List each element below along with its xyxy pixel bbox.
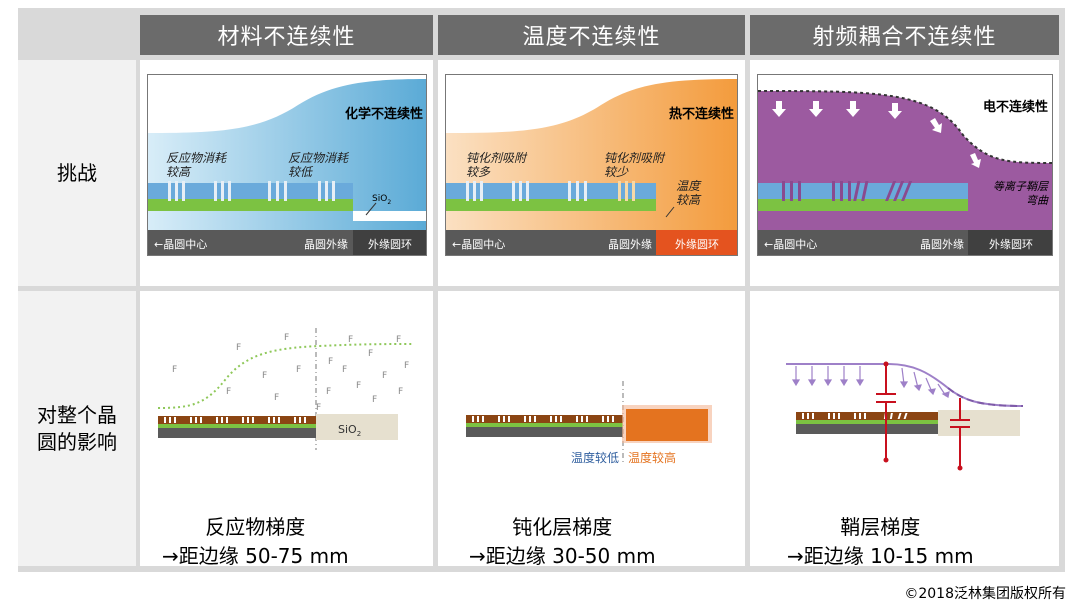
impact-diagram-sheath (786, 361, 1024, 471)
impact-diagram-reactant: F F F F F F F F F F F F F F F F F F F Si… (157, 328, 413, 450)
ring-block-hot (656, 230, 737, 255)
ring-block (353, 230, 426, 255)
row-label-impact: 对整个晶圆的影响 (18, 291, 136, 566)
electrical-heading: 电不连续性 (983, 99, 1048, 115)
row-label-impact-line1: 对整个晶 (37, 402, 117, 427)
thermal-left-note-2: 较多 (466, 165, 491, 179)
caption-reactant-range: →距边缘 50-75 mm (162, 544, 349, 568)
chemical-mid-note-1: 反应物消耗 (288, 151, 350, 165)
thermal-edge-note-2: 较高 (676, 193, 702, 207)
svg-text:F: F (172, 365, 177, 375)
row-label-challenge: 挑战 (18, 60, 136, 286)
thermal-bottom-right: 外缘圆环 (675, 238, 719, 251)
caption-sheath-title: 鞘层梯度 (840, 515, 921, 539)
svg-text:F: F (326, 387, 331, 397)
caption-reactant: 反应物梯度 →距边缘 50-75 mm (162, 511, 349, 569)
thermal-heading: 热不连续性 (669, 106, 734, 122)
svg-text:F: F (226, 387, 231, 397)
chemical-left-note-1: 反应物消耗 (166, 151, 228, 165)
column-header-material: 材料不连续性 (140, 15, 433, 55)
electrical-bottom-left: ←晶圆中心 (764, 238, 817, 251)
impact-diagram-passivation: 温度较低 温度较高 (466, 381, 712, 465)
electrical-bottom-mid: 晶圆外缘 (920, 238, 964, 251)
column-header-rf: 射频耦合不连续性 (750, 15, 1059, 55)
challenge-diagram-electrical: 电不连续性 等离子鞘层 弯曲 ←晶圆中心 晶圆外缘 外缘圆环 (757, 74, 1053, 256)
impact-edge-material: SiO2 (338, 423, 361, 438)
svg-text:F: F (396, 335, 401, 345)
high-temp-label: 温度较高 (628, 450, 676, 465)
svg-text:F: F (274, 393, 279, 403)
chemical-mid-note-2: 较低 (288, 165, 314, 179)
thermal-mid-note-1: 钝化剂吸附 (604, 151, 666, 165)
chemical-edge-material: SiO2 (372, 194, 391, 206)
challenge-diagram-thermal: 热不连续性 钝化剂吸附 较多 钝化剂吸附 较少 温度 较高 ←晶圆中心 晶圆外缘… (445, 74, 738, 256)
caption-passivation: 钝化层梯度 →距边缘 30-50 mm (469, 511, 656, 569)
chemical-left-note-2: 较高 (166, 165, 192, 179)
svg-text:F: F (404, 361, 409, 371)
fluorine-particles: F F F F F F F F F F F F F F F F F F F (172, 333, 409, 413)
caption-passivation-range: →距边缘 30-50 mm (469, 544, 656, 568)
svg-text:F: F (348, 335, 353, 345)
svg-text:F: F (398, 387, 403, 397)
chemical-heading: 化学不连续性 (345, 106, 423, 122)
chemical-bottom-right: 外缘圆环 (368, 238, 412, 251)
svg-text:F: F (328, 357, 333, 367)
svg-text:F: F (382, 371, 387, 381)
thermal-mid-note-2: 较少 (604, 165, 629, 179)
thermal-bottom-mid: 晶圆外缘 (608, 238, 652, 251)
low-temp-label: 温度较低 (571, 450, 619, 465)
capacitor-symbols (876, 364, 970, 468)
svg-text:F: F (372, 395, 377, 405)
svg-text:F: F (356, 381, 361, 391)
svg-text:F: F (316, 403, 321, 413)
caption-passivation-title: 钝化层梯度 (512, 515, 613, 539)
svg-text:F: F (296, 365, 301, 375)
thermal-bottom-left: ←晶圆中心 (452, 238, 505, 251)
chemical-bottom-mid: 晶圆外缘 (304, 238, 348, 251)
ring-block (968, 230, 1052, 255)
sheath-field-arrows (791, 366, 950, 398)
thermal-edge-note-1: 温度 (676, 179, 702, 193)
copyright-notice: ©2018泛林集团版权所有 (904, 586, 1066, 602)
electrical-edge-note-2: 弯曲 (1026, 194, 1049, 207)
electrical-edge-note-1: 等离子鞘层 (993, 180, 1049, 193)
electrical-bottom-right: 外缘圆环 (989, 238, 1033, 251)
caption-sheath-range: →距边缘 10-15 mm (787, 544, 974, 568)
chemical-bottom-left: ←晶圆中心 (154, 238, 207, 251)
svg-text:F: F (368, 349, 373, 359)
caption-sheath: 鞘层梯度 →距边缘 10-15 mm (787, 511, 974, 569)
svg-text:F: F (284, 333, 289, 343)
column-header-temperature: 温度不连续性 (438, 15, 745, 55)
svg-text:F: F (342, 365, 347, 375)
svg-text:F: F (262, 371, 267, 381)
svg-text:F: F (236, 343, 241, 353)
row-label-impact-line2: 圆的影响 (37, 429, 117, 454)
thermal-left-note-1: 钝化剂吸附 (466, 151, 528, 165)
caption-reactant-title: 反应物梯度 (205, 515, 306, 539)
challenge-diagram-chemical: 化学不连续性 反应物消耗 较高 反应物消耗 较低 SiO2 ←晶圆中心 晶圆外缘… (147, 74, 427, 256)
